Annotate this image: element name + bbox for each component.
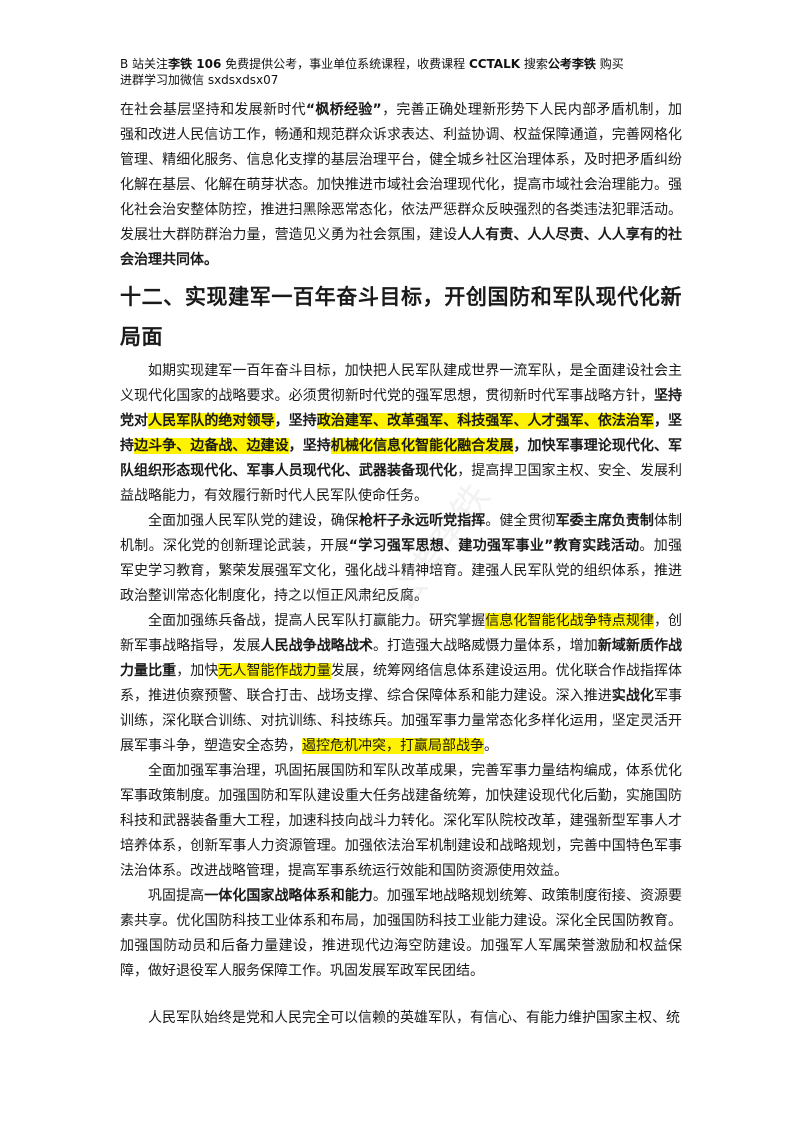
section-heading: 十二、实现建军一百年奋斗目标，开创国防和军队现代化新局面 <box>120 285 682 349</box>
bold-run: 军委主席负责制 <box>555 513 654 529</box>
highlight-run: 人民军队的绝对领导 <box>148 413 275 429</box>
header-text: 购买 <box>595 57 624 71</box>
text-run: 体制机制。深化党的创新理论武装，开展 <box>120 513 683 554</box>
bold-run: ，坚持 <box>120 413 683 454</box>
text-run: ，创新军事战略指导，发展 <box>120 613 683 654</box>
paragraph-6: 人民军队始终是党和人民完全可以信赖的英雄军队，有信心、有能力维护国家主权、统 <box>148 1010 680 1026</box>
paragraph-5: 巩固提高一体化国家战略体系和能力。加强军地战略规划统筹、政策制度衔接、资源要素共… <box>120 884 682 984</box>
header-cctalk-bold: CCTALK <box>468 57 521 71</box>
bold-run: ，坚持 <box>274 413 317 429</box>
bold-run: 新域新质作战力量比重 <box>120 638 683 679</box>
highlight-run: 遏控危机冲突，打赢局部战争 <box>302 738 484 754</box>
bold-run: 枪杆子永远听党指挥 <box>358 513 486 529</box>
paragraph-gap <box>120 984 682 1006</box>
header-name-bold: 李铁 106 <box>168 57 222 71</box>
text-run: 全面加强练兵备战，提高人民军队打赢能力。研究掌握 <box>148 613 486 629</box>
header-text: B 站关注 <box>120 57 169 71</box>
text-run: ，提高捍卫国家主权、安全、发展利益战略能力，有效履行新时代人民军队使命任务。 <box>120 463 683 504</box>
text-run: 在社会基层坚持和发展新时代 <box>120 102 306 118</box>
text-run: 全面加强人民军队党的建设，确保 <box>148 513 359 529</box>
bold-run: 坚持党对 <box>120 388 683 429</box>
bold-run: ，加快军事理论现代化、军队组织形态现代化、军事人员现代化、武器装备现代化 <box>120 438 683 479</box>
text-run: 巩固提高 <box>148 888 205 904</box>
bold-run: 人人有责、人人尽责、人人享有的社会治理共同体。 <box>120 227 683 268</box>
highlight-run: 无人智能作战力量 <box>218 663 331 679</box>
page-header: B 站关注李铁 106 免费提供公考，事业单位系统课程，收费课程 CCTALK … <box>120 56 700 88</box>
paragraph-4: 全面加强军事治理，巩固拓展国防和军队改革成果，完善军事力量结构编成，体系优化军事… <box>120 763 682 879</box>
text-run: 。加强军地战略规划统筹、政策制度衔接、资源要素共享。优化国防科技工业体系和布局，… <box>120 888 683 979</box>
paragraph-3: 全面加强练兵备战，提高人民军队打赢能力。研究掌握信息化智能化战争特点规律，创新军… <box>120 609 682 759</box>
paragraph-2: 全面加强人民军队党的建设，确保枪杆子永远听党指挥。健全贯彻军委主席负责制体制机制… <box>120 509 682 609</box>
bold-run: ，坚持 <box>288 438 331 454</box>
text-run: 如期实现建军一百年奋斗目标，加快把人民军队建成世界一流军队，是全面建设社会主义现… <box>120 363 682 404</box>
header-search-bold: 公考李铁 <box>547 57 596 71</box>
document-body: 在社会基层坚持和发展新时代“枫桥经验”，完善正确处理新形势下人民内部矛盾机制，加… <box>120 98 682 1031</box>
text-run: 军事训练，深化联合训练、对抗训练、科技练兵。加强军事力量常态化多样化运用，坚定灵… <box>120 688 683 754</box>
text-run: ，完善正确处理新形势下人民内部矛盾机制，加强和改进人民信访工作，畅通和规范群众诉… <box>120 102 683 243</box>
intro-paragraph: 在社会基层坚持和发展新时代“枫桥经验”，完善正确处理新形势下人民内部矛盾机制，加… <box>120 98 682 273</box>
bold-run: 一体化国家战略体系和能力 <box>204 888 373 904</box>
bold-run: “枫桥经验” <box>305 102 382 118</box>
header-text: 搜索 <box>520 57 548 71</box>
header-text: 免费提供公考，事业单位系统课程，收费课程 <box>221 57 469 71</box>
highlight-run: 边斗争、边备战、边建设 <box>134 438 289 454</box>
text-run: 。 <box>484 738 498 754</box>
header-line-2: 进群学习加微信 sxdsxdsx07 <box>120 73 279 87</box>
text-run: 。加强军史学习教育，繁荣发展强军文化，强化战斗精神培育。建强人民军队党的组织体系… <box>120 538 683 604</box>
text-run: ，加快 <box>176 663 219 679</box>
highlight-run: 信息化智能化战争特点规律 <box>485 613 654 629</box>
paragraph-1: 如期实现建军一百年奋斗目标，加快把人民军队建成世界一流军队，是全面建设社会主义现… <box>120 359 682 509</box>
text-run: 发展，统筹网络信息体系建设运用。优化联合作战指挥体系，推进侦察预警、联合打击、战… <box>120 663 683 704</box>
highlight-run: 机械化信息化智能化融合发展 <box>330 438 514 454</box>
bold-run: 人民战争战略战术 <box>260 638 373 654</box>
text-run: 。健全贯彻 <box>485 513 556 529</box>
header-line-1: B 站关注李铁 106 免费提供公考，事业单位系统课程，收费课程 CCTALK … <box>120 56 700 72</box>
bold-run: 实战化 <box>611 688 654 704</box>
bold-run: “学习强军思想、建功强军事业”教育实践活动 <box>348 538 640 554</box>
highlight-run: 政治建军、改革强军、科技强军、人才强军、依法治军 <box>316 413 654 429</box>
text-run: 。打造强大战略威慑力量体系，增加 <box>372 638 598 654</box>
